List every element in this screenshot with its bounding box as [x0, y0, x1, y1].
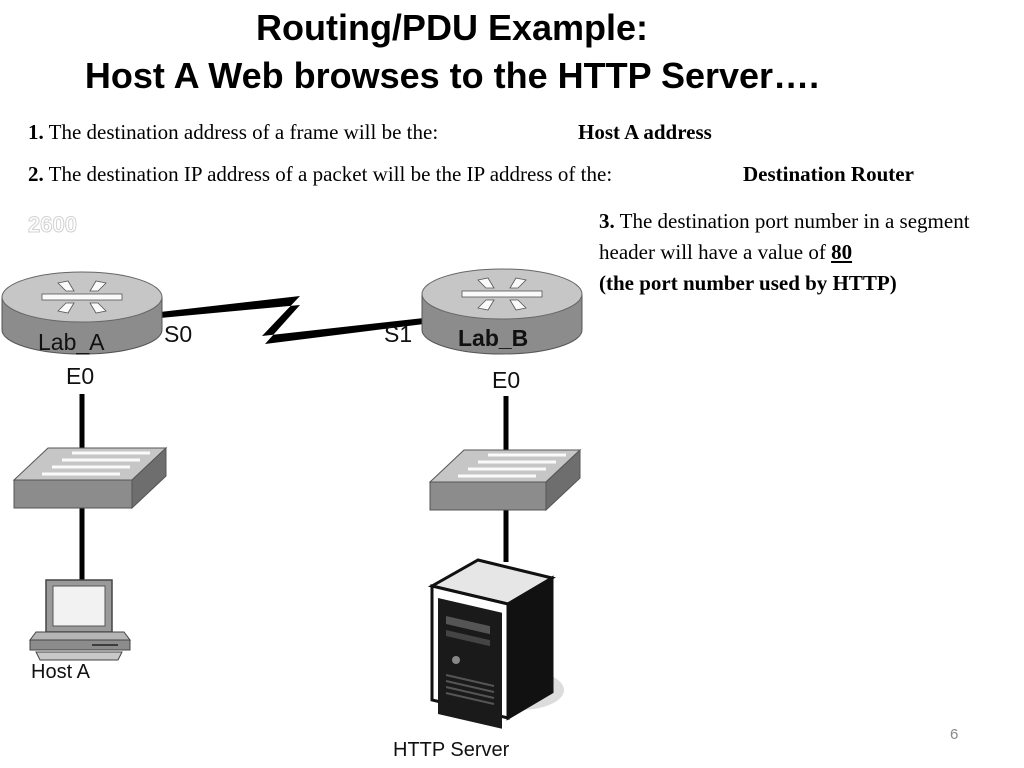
- switch-a: [12, 446, 168, 510]
- slide-title-line-2: Host A Web browses to the HTTP Server….: [84, 55, 820, 96]
- question-1-number: 1.: [28, 120, 44, 144]
- switch-arrows-icon: [42, 451, 150, 476]
- question-3-number: 3.: [599, 209, 615, 233]
- question-2-number: 2.: [28, 162, 44, 186]
- switch-arrows-icon: [458, 453, 566, 478]
- page-number: 6: [950, 726, 959, 743]
- question-3-text: The destination port number in a segment…: [599, 209, 970, 264]
- serial-link-lightning: [160, 296, 424, 344]
- question-2-answer: Destination Router: [743, 162, 914, 186]
- question-2: 2. The destination IP address of a packe…: [28, 162, 612, 187]
- router-lab-b: [421, 268, 583, 355]
- question-1: 1. The destination address of a frame wi…: [28, 120, 438, 145]
- router-arrows-icon: [41, 280, 123, 314]
- question-3: 3. The destination port number in a segm…: [599, 206, 999, 299]
- router-lab-a-name: Lab_A: [38, 329, 105, 355]
- router-model-label: 2600: [28, 212, 78, 238]
- router-lab-a-ethernet-port: E0: [66, 363, 94, 389]
- router-lab-a-serial-port: S0: [164, 321, 192, 347]
- question-1-answer: Host A address: [578, 120, 712, 144]
- http-server-icon: [427, 558, 564, 729]
- router-lab-b-ethernet-port: E0: [492, 367, 520, 393]
- router-lab-b-name: Lab_B: [458, 325, 528, 351]
- router-arrows-icon: [461, 277, 543, 311]
- host-a-label: Host A: [31, 661, 91, 683]
- question-3-note: (the port number used by HTTP): [599, 271, 897, 295]
- switch-b: [428, 448, 582, 512]
- question-3-answer: 80: [831, 240, 853, 264]
- router-lab-b-serial-port: S1: [384, 321, 412, 347]
- router-lab-a: [1, 271, 163, 355]
- question-2-text: The destination IP address of a packet w…: [48, 162, 613, 186]
- question-1-text: The destination address of a frame will …: [48, 120, 439, 144]
- http-server-label: HTTP Server: [393, 739, 510, 761]
- slide-title-line-1: Routing/PDU Example:: [255, 7, 649, 48]
- host-a-computer-icon: [29, 579, 131, 661]
